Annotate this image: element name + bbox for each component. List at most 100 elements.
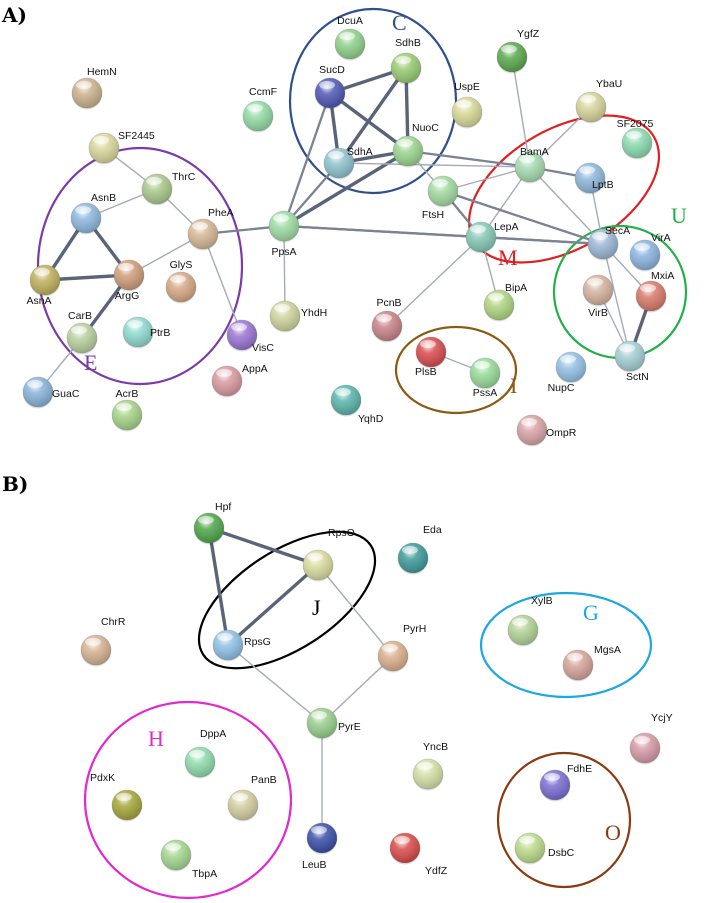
protein-node[interactable]: LeuB — [302, 822, 338, 871]
protein-node[interactable]: MxiA — [635, 270, 674, 313]
protein-node-label: HemN — [87, 66, 117, 78]
protein-node[interactable]: SF2445 — [88, 130, 155, 165]
protein-node-label: AsnA — [26, 295, 51, 307]
protein-node-label: LeuB — [302, 859, 327, 871]
protein-node[interactable]: LptB — [574, 162, 614, 195]
protein-node[interactable]: Hpf — [193, 501, 231, 545]
protein-node-label: PyrH — [403, 623, 426, 635]
cluster-outline — [496, 751, 632, 889]
protein-node[interactable]: PdxK — [90, 772, 143, 822]
protein-node[interactable]: SF2075 — [617, 118, 654, 160]
protein-node-label: PcnB — [376, 297, 401, 309]
protein-node[interactable]: PlsB — [415, 336, 447, 378]
protein-node-label: LepA — [494, 221, 519, 233]
protein-node[interactable]: YbaU — [575, 78, 622, 124]
panel-label: A) — [1, 3, 27, 27]
protein-node[interactable]: LepA — [465, 221, 519, 254]
protein-node[interactable]: YncB — [412, 741, 448, 791]
protein-node-label: SF2075 — [617, 118, 654, 130]
protein-node[interactable]: YgfZ — [496, 28, 540, 74]
protein-node[interactable]: BipA — [483, 282, 527, 322]
protein-node-label: PanB — [251, 774, 277, 786]
protein-node[interactable]: HemN — [71, 66, 117, 110]
protein-node[interactable]: AppA — [211, 363, 268, 398]
protein-node-label: PlsB — [415, 366, 437, 378]
interaction-edge — [283, 225, 286, 317]
protein-node-label: PheA — [208, 207, 234, 219]
protein-node[interactable]: NupC — [548, 351, 587, 394]
protein-node-label: VirA — [651, 232, 671, 244]
protein-node-label: SctN — [626, 371, 649, 383]
protein-node[interactable]: YcjY — [629, 712, 673, 765]
protein-node[interactable]: YhdH — [269, 300, 327, 333]
protein-node[interactable]: CcmF — [242, 86, 277, 133]
protein-node-label: NupC — [548, 382, 575, 394]
protein-node[interactable]: PanB — [227, 774, 277, 822]
cluster-label: C — [392, 10, 407, 35]
protein-node[interactable]: YdfZ — [389, 832, 448, 877]
protein-node[interactable]: PyrH — [377, 623, 426, 673]
interaction-edge — [282, 91, 332, 228]
protein-node[interactable]: GlyS — [165, 259, 197, 304]
protein-node[interactable]: FtsH — [422, 175, 459, 221]
protein-node[interactable]: DcuA — [334, 15, 366, 61]
cluster-outline — [479, 591, 653, 699]
protein-node[interactable]: Eda — [397, 524, 442, 575]
protein-node[interactable]: CarB — [66, 310, 98, 355]
protein-node-label: VirB — [588, 307, 608, 319]
interaction-edge — [441, 189, 605, 246]
protein-node[interactable]: FdhE — [539, 763, 592, 802]
protein-node[interactable]: SecA — [587, 225, 630, 261]
interaction-edge — [529, 166, 604, 245]
protein-node[interactable]: OmpR — [516, 414, 577, 447]
protein-node-label: RpsO — [328, 527, 355, 539]
protein-node[interactable]: RpsO — [302, 527, 355, 582]
protein-node[interactable]: DsbC — [514, 832, 575, 865]
protein-node[interactable]: SdhB — [390, 37, 422, 85]
protein-node[interactable]: SucD — [314, 64, 346, 110]
protein-node-label: UspE — [454, 81, 480, 93]
protein-node[interactable]: BamA — [514, 146, 549, 184]
protein-node-label: OmpR — [546, 427, 577, 439]
protein-node[interactable]: SctN — [614, 340, 649, 383]
protein-node[interactable]: MgsA — [562, 644, 621, 682]
protein-node[interactable]: NuoC — [392, 122, 439, 168]
protein-node[interactable]: PyrE — [306, 707, 361, 740]
protein-node-label: NuoC — [412, 122, 439, 134]
protein-node[interactable]: UspE — [451, 81, 483, 129]
protein-node[interactable]: AcrB — [111, 388, 143, 432]
protein-node[interactable]: AsnB — [70, 192, 116, 235]
protein-node-label: Eda — [423, 524, 442, 536]
protein-node-label: GuaC — [52, 388, 80, 400]
interaction-edge — [226, 563, 320, 647]
protein-node[interactable]: ArgG — [113, 259, 145, 302]
protein-node-label: YhdH — [301, 307, 327, 319]
protein-node[interactable]: YqhD — [330, 384, 384, 425]
protein-node[interactable]: PcnB — [371, 297, 403, 343]
protein-node[interactable]: PpsA — [268, 210, 300, 258]
protein-node[interactable]: ThrC — [141, 171, 196, 206]
protein-node[interactable]: RpsG — [212, 629, 271, 662]
protein-node[interactable]: PheA — [187, 207, 234, 251]
protein-node[interactable]: VirB — [582, 274, 614, 319]
protein-node[interactable]: DppA — [184, 728, 226, 779]
cluster-outline — [83, 700, 293, 900]
protein-node[interactable]: SdhA — [323, 146, 373, 180]
protein-node[interactable]: TbpA — [160, 839, 217, 880]
protein-node[interactable]: VirA — [629, 232, 671, 272]
protein-node[interactable]: ChrR — [80, 616, 126, 667]
protein-node[interactable]: PssA — [469, 357, 501, 399]
protein-node[interactable]: PtrB — [122, 316, 170, 349]
protein-node[interactable]: XylB — [507, 595, 553, 647]
interaction-edge — [338, 162, 531, 168]
protein-node[interactable]: GuaC — [22, 376, 80, 409]
protein-node[interactable]: AsnA — [26, 264, 61, 307]
protein-node[interactable]: VisC — [226, 319, 274, 354]
interaction-edge — [227, 644, 323, 724]
interaction-edge — [511, 56, 531, 168]
cluster-label: M — [498, 245, 518, 270]
protein-node-label: PtrB — [150, 327, 170, 339]
interaction-edge — [337, 66, 408, 165]
cluster-outline — [288, 7, 458, 195]
protein-node-label: Hpf — [215, 501, 231, 513]
